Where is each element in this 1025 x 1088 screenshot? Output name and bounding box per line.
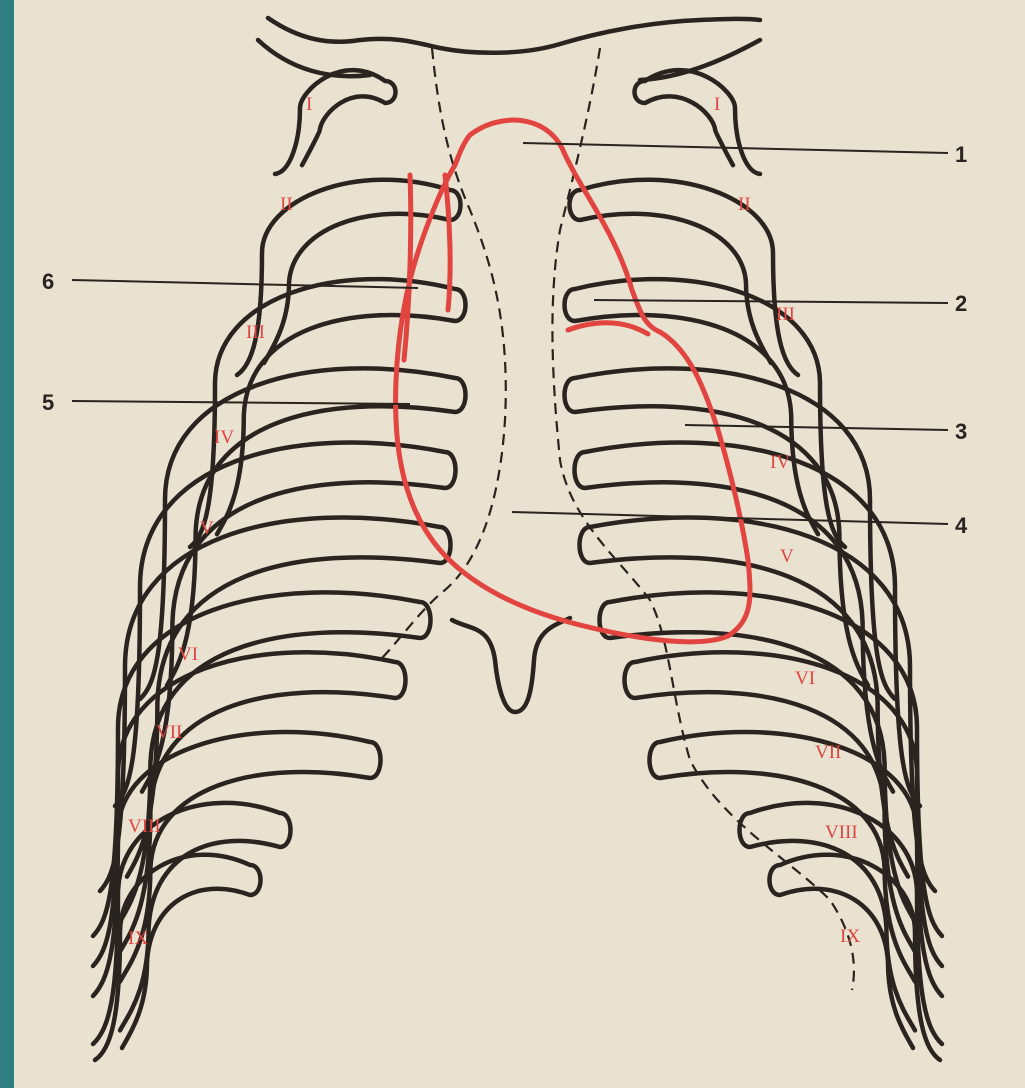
label-2: 2	[955, 291, 967, 316]
rib-numeral: IX	[128, 928, 148, 949]
rib-numeral: V	[200, 518, 214, 539]
rib-numeral: IX	[840, 926, 860, 947]
rib-numeral: IV	[214, 427, 234, 448]
rib-numeral: III	[246, 322, 265, 343]
rib-numeral: I	[306, 94, 312, 115]
rib-numeral: IV	[770, 452, 790, 473]
rib-numeral: II	[738, 194, 751, 215]
rib-numeral: VIII	[128, 816, 161, 837]
rib-numeral: VI	[178, 644, 198, 665]
rib-numeral: VII	[156, 722, 182, 743]
label-5: 5	[42, 390, 54, 415]
label-1: 1	[955, 142, 967, 167]
rib-numeral: VII	[815, 742, 841, 763]
rib-numeral: II	[280, 194, 293, 215]
label-3: 3	[955, 419, 967, 444]
rib-numeral: III	[776, 304, 795, 325]
rib-numeral: V	[780, 546, 794, 567]
rib-numeral: VIII	[825, 822, 858, 843]
rib-numeral: I	[714, 94, 720, 115]
rib-numeral: VI	[795, 668, 815, 689]
label-6: 6	[42, 269, 54, 294]
label-4: 4	[955, 513, 968, 538]
